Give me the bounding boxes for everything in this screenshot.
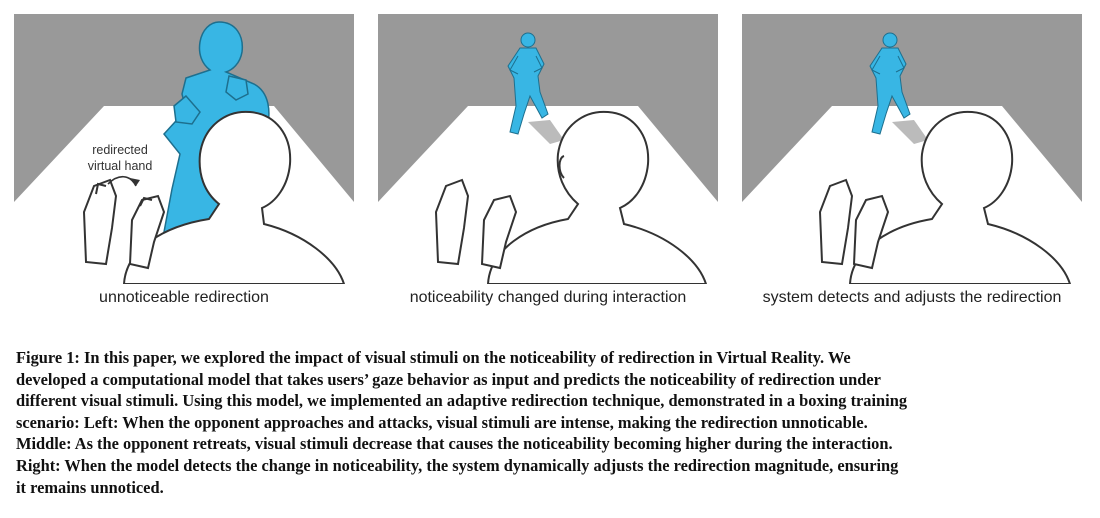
panel-right [742,14,1082,284]
opponent-figure [869,32,911,135]
opponent-figure [507,32,549,135]
opponent-shadow [892,120,928,144]
panel-left: redirected virtual hand [14,14,354,284]
caption-line-5: Middle: As the opponent retreats, visual… [16,434,893,454]
caption-line-6: Right: When the model detects the change… [16,455,899,475]
annotation-line-2: virtual hand [88,159,153,173]
user-figure [82,110,346,284]
caption-line-3: different visual stimuli. Using this mod… [16,391,908,411]
panel-middle-label: noticeability changed during interaction [409,289,687,306]
caption-line-7: it remains unnoticed. [16,477,164,497]
arrow-head-icon [130,178,140,186]
caption-line-2: developed a computational model that tak… [16,369,881,389]
panel-left-illustration: redirected virtual hand [14,14,354,284]
user-figure [434,110,708,284]
panel-right-label: system detects and adjusts the redirecti… [762,289,1062,306]
user-figure [818,110,1072,284]
opponent-shadow [528,120,564,144]
panel-left-label: unnoticeable redirection [99,289,269,306]
annotation-line-1: redirected [92,143,148,157]
panel-right-illustration [742,14,1082,284]
caption-line-1: Figure 1: In this paper, we explored the… [16,348,851,367]
panel-middle-illustration [378,14,718,284]
caption-line-4: scenario: Left: When the opponent approa… [16,412,868,432]
panel-middle [378,14,718,284]
figure-caption: Figure 1: In this paper, we explored the… [16,347,1086,498]
